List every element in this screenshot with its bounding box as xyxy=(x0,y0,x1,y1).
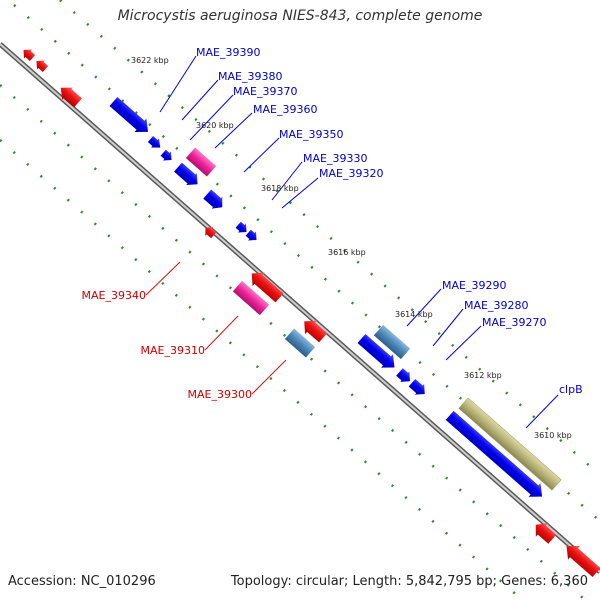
leader-line xyxy=(271,161,303,201)
tick-label: 3622 kbp xyxy=(131,56,169,65)
tick-label: 3618 kbp xyxy=(261,184,299,193)
leader-line xyxy=(251,359,287,395)
gene-label-mae-39320[interactable]: MAE_39320 xyxy=(319,167,383,180)
gene-label-mae-39380[interactable]: MAE_39380 xyxy=(218,70,282,83)
gene-steel-forward[interactable] xyxy=(373,324,411,360)
gene-label-mae-39370[interactable]: MAE_39370 xyxy=(233,85,297,98)
topology-text: Topology: circular; Length: 5,842,795 bp… xyxy=(230,574,588,589)
gene-mae-39280[interactable] xyxy=(395,367,415,387)
tick-label: 3610 kbp xyxy=(534,431,572,440)
gene-label-mae-39280[interactable]: MAE_39280 xyxy=(464,299,528,312)
gene-magenta-forward[interactable] xyxy=(185,147,217,177)
gene-label-mae-39330[interactable]: MAE_39330 xyxy=(303,152,367,165)
leader-line xyxy=(189,94,234,141)
leader-line xyxy=(145,261,181,296)
gene-mae-39390[interactable] xyxy=(108,95,154,139)
gene-mae-39340[interactable] xyxy=(246,267,286,305)
genome-axis-highlight xyxy=(0,43,600,573)
gene-red-4[interactable] xyxy=(202,224,218,240)
gene-label-mae-39390[interactable]: MAE_39390 xyxy=(196,46,260,59)
leader-line xyxy=(204,315,239,351)
leader-line xyxy=(243,137,280,173)
gene-label-mae-39290[interactable]: MAE_39290 xyxy=(442,279,506,292)
gene-mae-39360[interactable] xyxy=(173,161,203,190)
map-title: Microcystis aeruginosa NIES-843, complet… xyxy=(117,8,483,24)
gene-mae-39300[interactable] xyxy=(298,315,329,345)
gene-mae-39350[interactable] xyxy=(202,188,228,213)
gene-mae-39270[interactable] xyxy=(407,377,429,399)
tick-label: 3614 kbp xyxy=(395,310,433,319)
leader-line xyxy=(406,288,442,327)
accession-text: Accession: NC_010296 xyxy=(8,574,156,589)
gene-red-3[interactable] xyxy=(55,82,83,109)
gene-mae-39320[interactable] xyxy=(244,228,260,244)
gene-mae-39370[interactable] xyxy=(159,148,175,164)
gene-label-mae-39270[interactable]: MAE_39270 xyxy=(482,316,546,329)
gene-mae-39380[interactable] xyxy=(147,135,165,153)
leader-line xyxy=(445,325,482,361)
leader-line xyxy=(281,177,319,209)
leader-line xyxy=(214,112,253,149)
guide-line-outer-reverse xyxy=(0,139,525,600)
gene-clpb-strand[interactable] xyxy=(444,409,548,504)
gene-mae-39290[interactable] xyxy=(356,332,401,375)
tick-label: 3612 kbp xyxy=(464,371,502,380)
gene-red-1[interactable] xyxy=(20,46,37,63)
tick-label: 3620 kbp xyxy=(196,121,234,130)
gene-label-mae-39310[interactable]: MAE_39310 xyxy=(141,344,205,357)
gene-clpb[interactable] xyxy=(458,397,562,491)
leader-line xyxy=(181,79,219,121)
gene-red-2[interactable] xyxy=(33,57,50,74)
gene-steel-reverse[interactable] xyxy=(284,328,316,358)
gene-red-5[interactable] xyxy=(530,518,558,546)
gene-label-mae-39300[interactable]: MAE_39300 xyxy=(188,388,252,401)
gene-label-mae-39350[interactable]: MAE_39350 xyxy=(279,128,343,141)
gene-label-mae-39340[interactable]: MAE_39340 xyxy=(82,289,146,302)
leader-line xyxy=(432,308,464,347)
leader-line xyxy=(159,55,197,113)
gene-label-mae-39360[interactable]: MAE_39360 xyxy=(253,103,317,116)
gene-mae-39330[interactable] xyxy=(234,220,250,236)
gene-label-clpb[interactable]: clpB xyxy=(559,383,583,396)
leader-line xyxy=(525,394,559,429)
tick-label: 3616 kbp xyxy=(328,248,366,257)
gene-red-6[interactable] xyxy=(561,539,600,579)
guide-line-outer-forward xyxy=(59,0,600,476)
guide-line-inner-reverse xyxy=(0,84,588,600)
gene-magenta-reverse[interactable] xyxy=(232,280,270,316)
